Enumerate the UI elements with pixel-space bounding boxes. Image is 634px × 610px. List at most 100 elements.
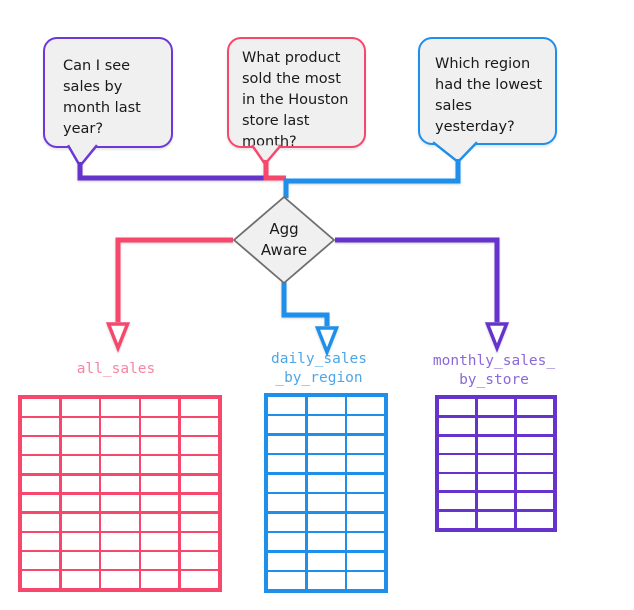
table-cell	[516, 436, 553, 453]
table-cell	[180, 571, 218, 588]
table-cell	[307, 572, 345, 589]
table-cell	[61, 494, 99, 512]
table-cell	[477, 436, 515, 453]
connector-blue-in	[283, 159, 461, 198]
table-cell	[101, 456, 139, 474]
connector-blue-out	[281, 282, 330, 326]
table-cell	[22, 456, 60, 474]
table-cell	[61, 513, 99, 531]
table-label-all-sales: all_sales	[76, 361, 156, 377]
table-cell	[61, 456, 99, 474]
table-cell	[268, 572, 305, 589]
table-cell	[22, 571, 60, 588]
connector-pink-in	[263, 160, 286, 181]
table-cell	[268, 435, 305, 453]
table-cell	[439, 511, 476, 528]
table-cell	[61, 475, 99, 493]
table-cell	[347, 513, 384, 531]
table-cell	[141, 418, 179, 435]
table-cell	[22, 552, 60, 569]
table-cell	[141, 437, 179, 454]
table-cell	[347, 435, 384, 453]
table-cell	[61, 418, 99, 435]
table-cell	[307, 533, 345, 551]
table-cell	[141, 552, 179, 569]
table-cell	[477, 455, 515, 472]
table-cell	[61, 552, 99, 569]
speech-bubble-monthly-sales-question: Can I see sales by month last year?	[43, 37, 173, 148]
table-cell	[516, 399, 553, 416]
table-cell	[347, 533, 384, 551]
table-cell	[268, 494, 305, 512]
table-cell	[477, 399, 515, 416]
table-cell	[477, 511, 515, 528]
table-cell	[101, 475, 139, 493]
table-cell	[101, 552, 139, 569]
table-cell	[22, 399, 60, 416]
table-cell	[101, 513, 139, 531]
table-cell	[268, 416, 305, 434]
table-cell	[22, 513, 60, 531]
table-cell	[516, 455, 553, 472]
table-cell	[180, 513, 218, 531]
table-cell	[180, 456, 218, 474]
table-cell	[180, 475, 218, 493]
table-all-sales	[18, 395, 222, 592]
table-cell	[61, 399, 99, 416]
table-cell	[141, 456, 179, 474]
table-cell	[268, 533, 305, 551]
table-cell	[101, 437, 139, 454]
table-cell	[307, 513, 345, 531]
table-label-monthly-sales-by-store: monthly_sales_ by_store	[432, 353, 556, 388]
speech-bubble-region-question: Which region had the lowest sales yester…	[418, 37, 557, 145]
table-cell	[516, 417, 553, 435]
table-cell	[101, 571, 139, 588]
table-cell	[307, 397, 345, 414]
table-cell	[22, 437, 60, 454]
table-cell	[307, 416, 345, 434]
table-cell	[141, 475, 179, 493]
table-cell	[477, 474, 515, 491]
table-cell	[101, 399, 139, 416]
table-cell	[439, 436, 476, 453]
table-cell	[101, 533, 139, 550]
table-cell	[516, 474, 553, 491]
table-cell	[347, 552, 384, 570]
table-cell	[180, 533, 218, 550]
table-cell	[268, 552, 305, 570]
table-cell	[101, 418, 139, 435]
table-cell	[477, 417, 515, 435]
connector-purple-in	[77, 162, 284, 181]
speech-bubble-product-question: What product sold the most in the Housto…	[227, 37, 366, 150]
table-cell	[141, 399, 179, 416]
table-cell	[439, 399, 476, 416]
table-cell	[268, 455, 305, 473]
table-cell	[22, 418, 60, 435]
table-cell	[307, 455, 345, 473]
table-cell	[439, 492, 476, 510]
table-cell	[61, 533, 99, 550]
table-cell	[307, 552, 345, 570]
bubble-tail-purple	[66, 144, 98, 169]
table-daily-sales-by-region	[264, 393, 388, 593]
table-cell	[347, 455, 384, 473]
table-monthly-sales-by-store	[435, 395, 557, 532]
table-cell	[347, 494, 384, 512]
table-cell	[307, 474, 345, 492]
table-cell	[307, 494, 345, 512]
table-cell	[180, 418, 218, 435]
table-cell	[347, 572, 384, 589]
table-cell	[477, 492, 515, 510]
table-cell	[268, 397, 305, 414]
table-cell	[439, 474, 476, 491]
table-cell	[347, 474, 384, 492]
table-cell	[307, 435, 345, 453]
decision-diamond-label: Agg Aware	[260, 220, 308, 259]
table-cell	[268, 513, 305, 531]
arrowhead-blue-icon	[314, 326, 340, 357]
table-cell	[141, 533, 179, 550]
table-cell	[22, 533, 60, 550]
table-cell	[61, 437, 99, 454]
arrowhead-pink-icon	[105, 322, 131, 353]
